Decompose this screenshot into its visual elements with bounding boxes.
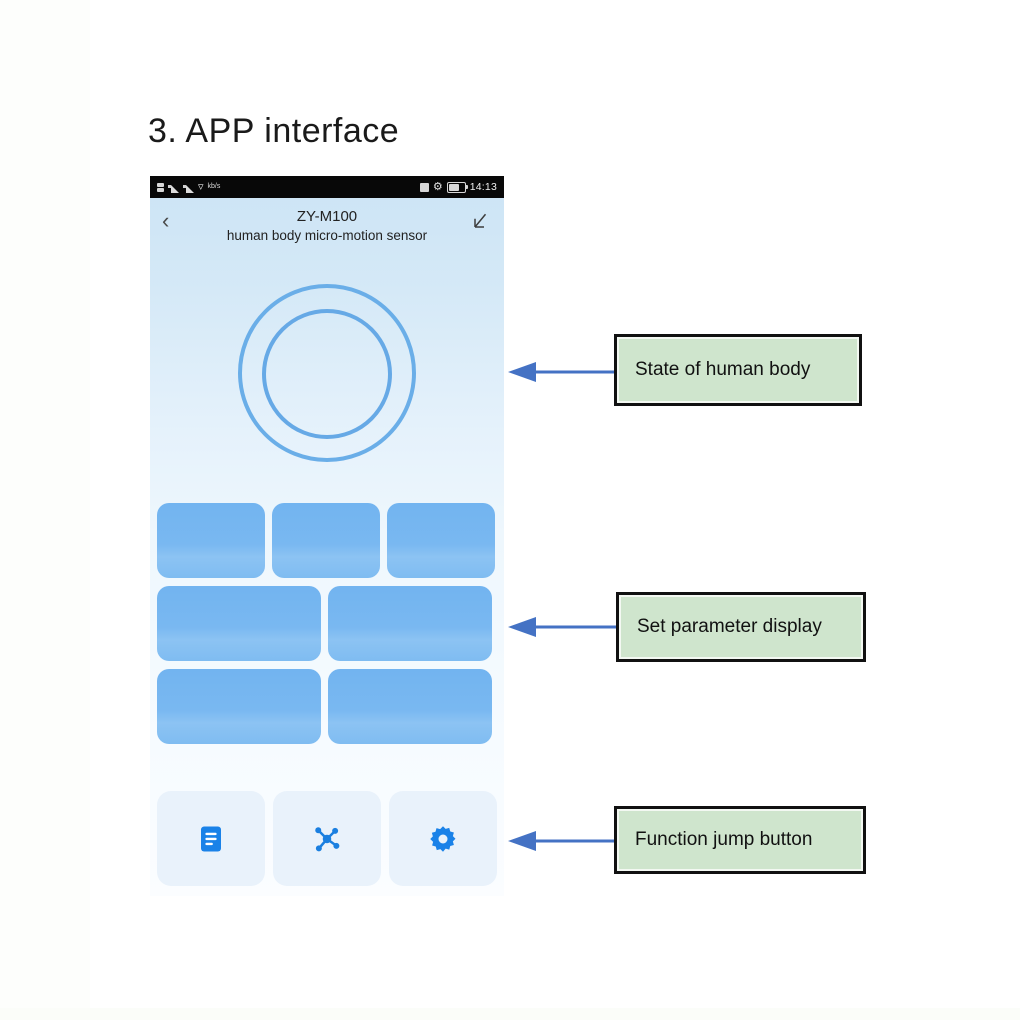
arrow-to-parameter-tiles [508, 617, 618, 637]
pencil-edit-icon[interactable] [472, 212, 490, 230]
status-bar: ▿ kb/s ⚙ 14:13 [150, 176, 504, 198]
status-bar-left-icons: ▿ kb/s [157, 178, 220, 196]
settings-button[interactable] [389, 791, 497, 886]
callout-inner: State of human body [617, 337, 859, 403]
network-nodes-icon [315, 826, 340, 851]
callout-label: State of human body [635, 359, 811, 380]
parameter-tile[interactable] [157, 503, 265, 578]
arrow-to-function-buttons [508, 831, 616, 851]
parameter-tile[interactable] [387, 503, 495, 578]
document-list-icon [201, 826, 221, 851]
state-outer-ring [238, 284, 416, 462]
arrow-to-state-indicator [508, 362, 616, 382]
parameter-row-2 [157, 586, 497, 661]
device-title: ZY-M100 [296, 208, 358, 225]
parameter-tile[interactable] [272, 503, 380, 578]
mobile-data-icon: kb/s [207, 183, 221, 191]
vibrate-icon [419, 182, 429, 192]
function-button-bar [157, 791, 497, 886]
back-button[interactable]: ‹ [162, 208, 170, 233]
gear-icon [430, 825, 456, 852]
signal-bars-icon [168, 178, 179, 196]
sim-signal-icon [157, 182, 164, 192]
phone-mockup: ▿ kb/s ⚙ 14:13 ‹ ZY-M100 human body micr… [150, 176, 504, 896]
status-bar-right-icons: ⚙ 14:13 [419, 180, 497, 193]
app-header: ‹ ZY-M100 human body micro-motion sensor [150, 198, 504, 256]
bluetooth-icon: ⚙ [432, 180, 443, 193]
page-bottom-band [0, 1008, 1020, 1020]
network-button[interactable] [273, 791, 381, 886]
page-title: 3. APP interface [148, 112, 400, 150]
callout-set-parameter-display: Set parameter display [616, 592, 866, 662]
callout-label: Function jump button [635, 829, 813, 850]
battery-icon [446, 181, 468, 193]
parameter-row-3 [157, 669, 497, 744]
callout-label: Set parameter display [637, 616, 822, 637]
parameter-tile-grid [157, 503, 497, 752]
parameter-tile[interactable] [157, 586, 321, 661]
callout-function-jump-button: Function jump button [614, 806, 866, 874]
callout-inner: Set parameter display [619, 595, 863, 659]
state-inner-ring [262, 309, 392, 439]
signal-bars-icon [183, 178, 194, 196]
records-button[interactable] [157, 791, 265, 886]
status-bar-time: 14:13 [469, 181, 497, 193]
parameter-row-1 [157, 503, 497, 578]
callout-state-of-human-body: State of human body [614, 334, 862, 406]
parameter-tile[interactable] [328, 586, 492, 661]
parameter-tile[interactable] [157, 669, 321, 744]
callout-inner: Function jump button [617, 809, 863, 871]
parameter-tile[interactable] [328, 669, 492, 744]
device-subtitle: human body micro-motion sensor [226, 228, 428, 243]
human-body-state-indicator[interactable] [150, 256, 504, 506]
wifi-icon: ▿ [198, 180, 204, 193]
